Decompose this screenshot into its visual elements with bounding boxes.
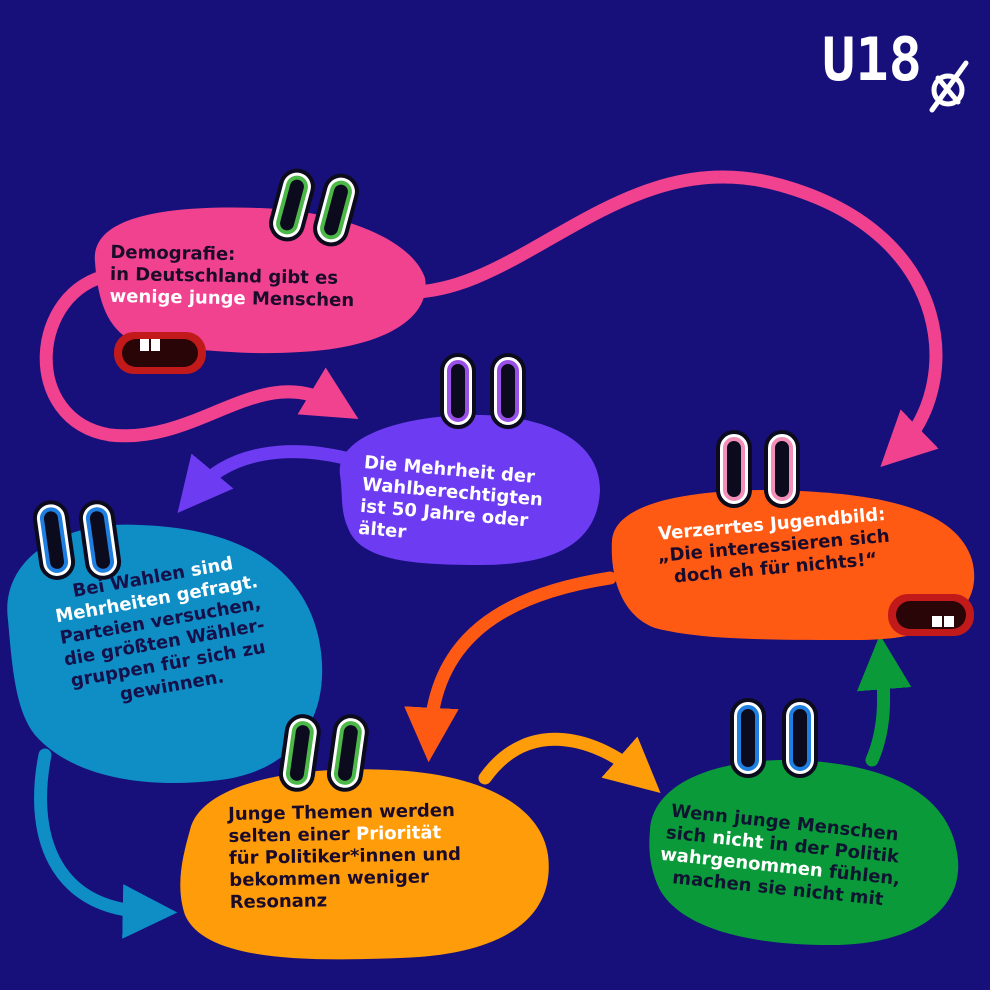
blob-mehrheit	[339, 414, 600, 565]
highlight-text: Priorität	[355, 822, 442, 845]
blob-wahlen	[7, 524, 323, 783]
blob-wahrgenommen	[649, 760, 959, 945]
body-text: Demografie:	[110, 241, 236, 266]
eyes-wahrgenommen	[730, 698, 818, 778]
arrow-themen-to-wahrgenommen	[478, 732, 661, 793]
eyes-wahlen	[32, 500, 122, 580]
text-line: Resonanz	[230, 888, 462, 914]
body-text: Menschen	[245, 288, 355, 312]
highlight-text: ist	[359, 495, 393, 520]
eyes-jugendbild	[716, 430, 800, 508]
blob-themen	[180, 769, 549, 960]
mouth-jugendbild	[888, 594, 974, 636]
crossed-circle-icon	[929, 60, 969, 113]
arrow-wahrgenommen-to-jugendbild	[856, 634, 912, 767]
eyes-mehrheit	[440, 353, 526, 429]
arrow-jugendbild-to-themen	[404, 571, 617, 763]
body-text: bekommen weniger	[229, 866, 430, 891]
body-text: für Politiker*innen und	[228, 843, 462, 869]
arrow-wahlen-to-themen	[34, 748, 178, 939]
body-text: in Deutschland gibt es	[109, 263, 339, 289]
arrow-demografie-to-mehrheit	[39, 268, 359, 443]
highlight-text: wenige junge	[109, 285, 246, 310]
body-text: Junge Themen werden	[228, 800, 455, 825]
eyes-demografie	[269, 168, 359, 247]
highlight-text: älter	[357, 517, 408, 543]
arrow-demografie-to-jugendbild	[393, 170, 943, 468]
blob-jugendbild	[611, 490, 975, 640]
body-text: selten einer	[228, 823, 357, 847]
u18-logo: U18	[818, 18, 978, 113]
eyes-themen	[278, 714, 369, 792]
text-line: bekommen weniger	[229, 866, 461, 892]
body-text: Resonanz	[229, 890, 328, 913]
blob-demografie	[94, 207, 426, 354]
text-line: wenige junge Menschen	[109, 286, 354, 312]
mouth-demografie	[114, 332, 206, 374]
u18-logo-text: U18	[822, 25, 922, 95]
arrow-mehrheit-to-wahlen	[177, 445, 352, 513]
